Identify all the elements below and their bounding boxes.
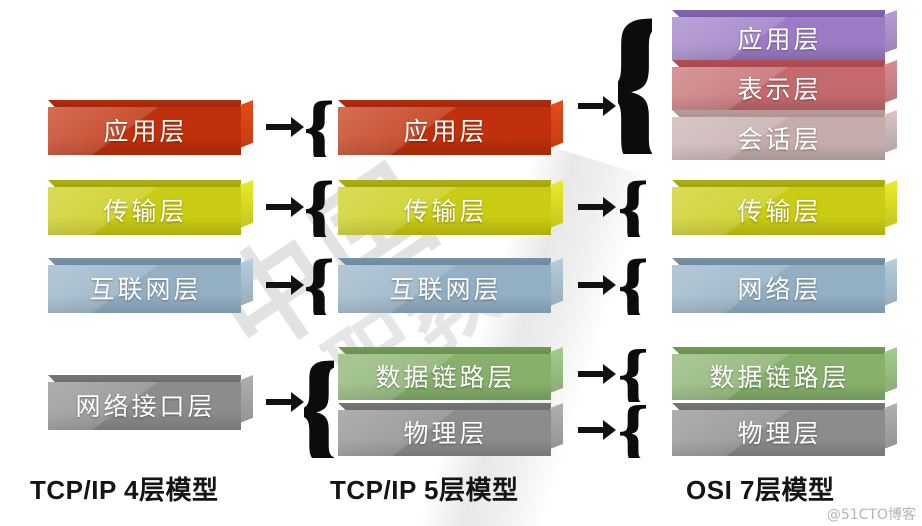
brace-osi-network: {: [620, 257, 646, 315]
arrow-tcpip5-to-osi-internet: [578, 275, 616, 295]
layer-side-bevel: [884, 110, 897, 153]
layer-box-osi-transport[interactable]: 传输层: [672, 180, 897, 235]
layer-box-osi-physical[interactable]: 物理层: [672, 403, 897, 456]
layer-box-osi-data-link[interactable]: 数据链路层: [672, 347, 897, 400]
layer-top-bevel: [672, 60, 885, 68]
arrow-tcpip5-to-osi-application: [578, 96, 616, 116]
arrow-tcpip5-to-osi-transport: [578, 197, 616, 217]
layer-side-bevel: [550, 100, 563, 148]
layer-box-tcpip4-network-interface[interactable]: 网络接口层: [48, 375, 253, 430]
layer-box-osi-application[interactable]: 应用层: [672, 10, 897, 60]
brace-tcpip5-link-physical: {: [304, 358, 334, 458]
layer-top-bevel: [338, 180, 551, 188]
layer-top-bevel: [672, 180, 885, 188]
brace-osi-data-link: {: [620, 348, 646, 402]
layer-side-bevel: [550, 403, 563, 449]
layer-label: 互联网层: [89, 275, 202, 304]
caption-tcpip4: TCP/IP 4层模型: [30, 475, 219, 505]
layer-top-bevel: [48, 100, 241, 108]
watermark-corner-label: @51CTO博客: [826, 507, 916, 523]
layer-top-bevel: [48, 180, 241, 188]
layer-side-bevel: [550, 258, 563, 306]
layer-box-tcpip5-transport[interactable]: 传输层: [338, 180, 563, 235]
layer-label: 物理层: [403, 419, 488, 448]
layer-label: 应用层: [103, 117, 188, 146]
layer-top-bevel: [48, 375, 241, 383]
arrow-tcpip4-to-tcpip5-network-interface: [266, 392, 304, 412]
layer-top-bevel: [672, 10, 885, 18]
layer-top-bevel: [338, 403, 551, 411]
layer-box-tcpip4-transport[interactable]: 传输层: [48, 180, 253, 235]
layer-top-bevel: [48, 258, 241, 266]
caption-tcpip5: TCP/IP 5层模型: [330, 475, 519, 505]
layer-label: 物理层: [737, 419, 822, 448]
layer-top-bevel: [338, 258, 551, 266]
layer-side-bevel: [884, 180, 897, 228]
brace-osi-transport: {: [620, 179, 646, 237]
layer-label: 网络层: [737, 275, 822, 304]
layer-box-osi-network[interactable]: 网络层: [672, 258, 897, 313]
layer-side-bevel: [884, 347, 897, 393]
caption-osi7: OSI 7层模型: [686, 475, 835, 505]
layer-side-bevel: [884, 403, 897, 449]
layer-box-osi-session[interactable]: 会话层: [672, 110, 897, 160]
layer-label: 应用层: [403, 117, 488, 146]
layer-side-bevel: [550, 347, 563, 393]
layer-label: 传输层: [103, 197, 188, 226]
layer-top-bevel: [672, 403, 885, 411]
layer-label: 网络接口层: [75, 392, 216, 421]
layer-side-bevel: [240, 180, 253, 228]
layer-box-tcpip5-data-link[interactable]: 数据链路层: [338, 347, 563, 400]
brace-tcpip5-internet: {: [306, 257, 332, 315]
layer-box-tcpip5-physical[interactable]: 物理层: [338, 403, 563, 456]
brace-tcpip5-transport: {: [306, 179, 332, 237]
layer-box-tcpip4-application[interactable]: 应用层: [48, 100, 253, 155]
arrow-tcpip5-to-osi-physical: [578, 420, 616, 440]
layer-label: 传输层: [403, 197, 488, 226]
layer-side-bevel: [240, 375, 253, 423]
layer-top-bevel: [338, 100, 551, 108]
layer-side-bevel: [240, 100, 253, 148]
layer-label: 传输层: [737, 197, 822, 226]
layer-top-bevel: [338, 347, 551, 355]
layer-side-bevel: [550, 180, 563, 228]
brace-osi-physical: {: [620, 404, 646, 458]
brace-osi-upper-three: {: [618, 14, 652, 154]
layer-top-bevel: [672, 347, 885, 355]
layer-box-osi-presentation[interactable]: 表示层: [672, 60, 897, 110]
layer-box-tcpip5-application[interactable]: 应用层: [338, 100, 563, 155]
layer-label: 数据链路层: [375, 363, 516, 392]
layer-side-bevel: [884, 60, 897, 103]
layer-side-bevel: [884, 10, 897, 53]
layer-top-bevel: [672, 110, 885, 118]
layer-side-bevel: [240, 258, 253, 306]
layer-box-tcpip4-internet[interactable]: 互联网层: [48, 258, 253, 313]
layer-top-bevel: [672, 258, 885, 266]
layer-label: 表示层: [737, 74, 822, 104]
layer-label: 会话层: [737, 124, 822, 154]
layer-label: 互联网层: [389, 275, 502, 304]
arrow-tcpip4-to-tcpip5-internet: [266, 275, 304, 295]
arrow-tcpip5-to-osi-data-link: [578, 364, 616, 384]
arrow-tcpip4-to-tcpip5-application: [266, 117, 304, 137]
layer-label: 应用层: [737, 24, 822, 54]
layer-side-bevel: [884, 258, 897, 306]
arrow-tcpip4-to-tcpip5-transport: [266, 197, 304, 217]
brace-tcpip5-application: {: [306, 99, 332, 157]
layer-box-tcpip5-internet[interactable]: 互联网层: [338, 258, 563, 313]
layer-label: 数据链路层: [709, 363, 850, 392]
